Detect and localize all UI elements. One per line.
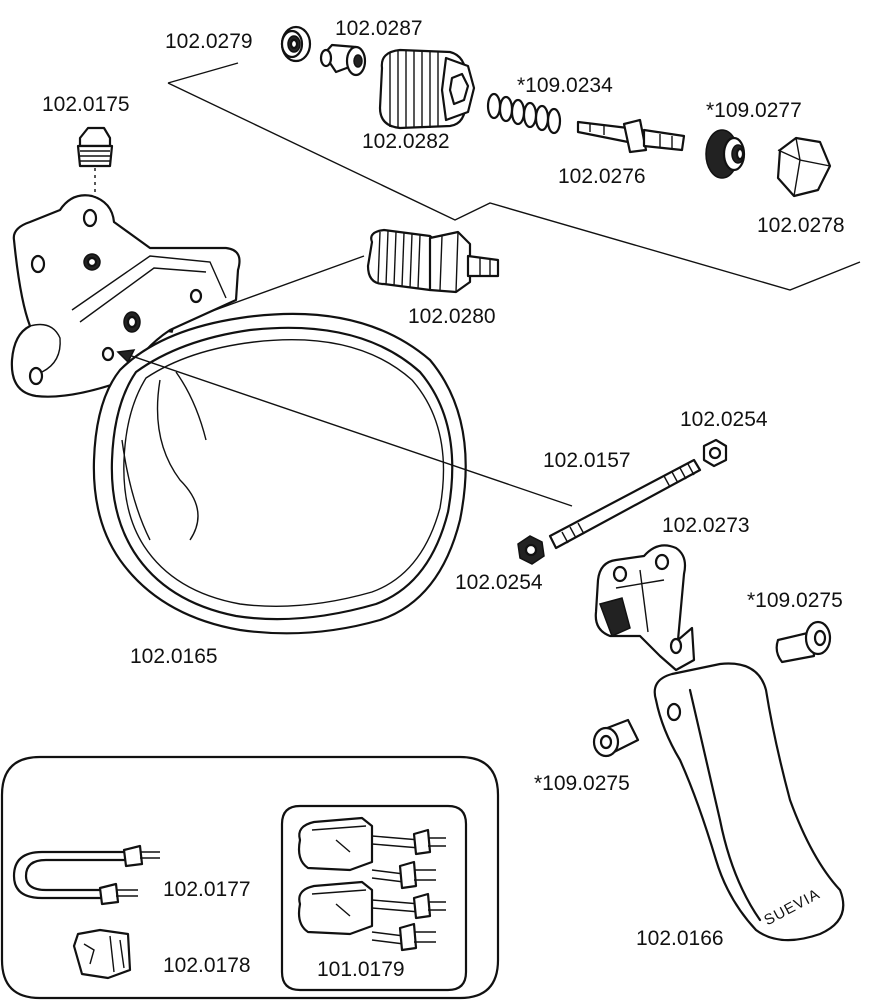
part-102-0157-threaded-rod-drawing xyxy=(548,458,702,550)
label-109-0275-left: *109.0275 xyxy=(534,772,630,795)
label-102-0254-right: 102.0254 xyxy=(680,408,768,431)
part-102-0273-bracket-drawing xyxy=(594,544,696,672)
label-101-0179: 101.0179 xyxy=(317,958,405,981)
label-109-0277: *109.0277 xyxy=(706,99,802,122)
label-109-0234: *109.0234 xyxy=(517,74,613,97)
part-102-0166-paddle-drawing: SUEVIA xyxy=(653,662,845,942)
label-102-0278: 102.0278 xyxy=(757,214,845,237)
part-109-0234-spring-drawing xyxy=(486,92,562,135)
label-102-0178: 102.0178 xyxy=(163,954,251,977)
label-102-0165: 102.0165 xyxy=(130,645,218,668)
label-102-0254-left: 102.0254 xyxy=(455,571,543,594)
accessory-panel xyxy=(0,755,500,1000)
label-109-0275-right: *109.0275 xyxy=(747,589,843,612)
valve-assembly-bracket xyxy=(167,62,861,291)
label-102-0175: 102.0175 xyxy=(42,93,130,116)
label-102-0276: 102.0276 xyxy=(558,165,646,188)
rod-axis-line xyxy=(116,349,573,507)
part-labels: 102.0279 102.0287 102.0282 *109.0234 102… xyxy=(42,17,845,981)
part-102-0278-hex-nut-drawing xyxy=(776,136,832,198)
label-102-0287: 102.0287 xyxy=(335,17,423,40)
part-102-0165-bowl-drawing xyxy=(10,194,467,635)
part-102-0178-clamp-drawing xyxy=(72,928,132,980)
label-102-0157: 102.0157 xyxy=(543,449,631,472)
part-102-0254-nut-left-drawing xyxy=(517,535,545,565)
label-102-0166: 102.0166 xyxy=(636,927,724,950)
part-109-0275-pin-right-drawing xyxy=(775,620,832,664)
label-102-0280: 102.0280 xyxy=(408,305,496,328)
part-102-0282-threaded-body-drawing xyxy=(378,48,476,130)
part-109-0277-seal-drawing xyxy=(705,129,746,179)
part-102-0177-u-bolt-drawing xyxy=(12,844,160,906)
part-101-0179-clamp-kit-drawing xyxy=(297,816,446,952)
part-102-0280-valve-body-drawing xyxy=(158,228,500,333)
label-102-0177: 102.0177 xyxy=(163,878,251,901)
label-102-0273: 102.0273 xyxy=(662,514,750,537)
label-102-0279: 102.0279 xyxy=(165,30,253,53)
label-102-0282: 102.0282 xyxy=(362,130,450,153)
part-109-0275-pin-left-drawing xyxy=(592,718,640,758)
part-102-0287-pin-drawing xyxy=(319,43,367,77)
part-102-0175-plug-drawing xyxy=(76,126,114,250)
part-102-0279-nut-drawing xyxy=(280,25,312,63)
part-102-0254-nut-right-drawing xyxy=(702,438,728,468)
part-102-0276-valve-stem-drawing xyxy=(576,118,686,154)
